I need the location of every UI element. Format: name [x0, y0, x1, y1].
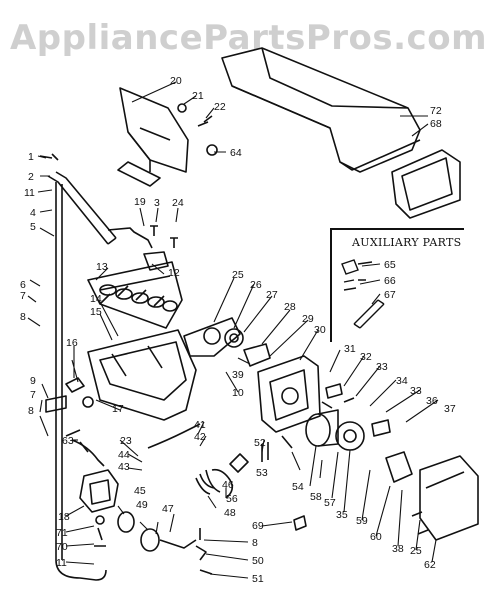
callout: 51	[252, 573, 264, 585]
callout: 18	[58, 511, 70, 523]
callout: 32	[360, 351, 372, 363]
callout: 57	[324, 497, 336, 509]
callout: 64	[230, 147, 242, 159]
callout: 12	[168, 267, 180, 279]
callout: 25	[232, 269, 244, 281]
callout: 14	[90, 293, 102, 305]
callout-labels: 20 21 22 64 72 68 1 2 11 19 3 24 4 5 12 …	[20, 75, 456, 585]
callout: 66	[384, 275, 396, 287]
callout: 70	[56, 541, 68, 553]
ice-mold	[87, 261, 183, 329]
callout: 6	[20, 279, 26, 291]
callout: 50	[252, 555, 264, 567]
callout: 16	[66, 337, 78, 349]
callout: 71	[56, 527, 68, 539]
callout: 3	[154, 197, 160, 209]
callout: 2	[28, 171, 34, 183]
callout: 30	[314, 324, 326, 336]
callout: 52	[254, 437, 266, 449]
callout: 35	[336, 509, 348, 521]
callout: 21	[192, 90, 204, 102]
callout: 15	[90, 306, 102, 318]
callout: 43	[118, 461, 130, 473]
callout: 45	[134, 485, 146, 497]
callout: 38	[392, 543, 404, 555]
callout: 67	[384, 289, 396, 301]
callout: 63	[62, 435, 74, 447]
callout: 59	[356, 515, 368, 527]
callout: 11	[56, 557, 67, 569]
callout: 1	[28, 151, 34, 163]
mold-heater-housing	[183, 317, 241, 357]
callout: 44	[118, 449, 130, 461]
callout: 48	[224, 507, 236, 519]
front-cover	[419, 455, 479, 541]
callout: 11	[24, 187, 35, 199]
callout: 10	[232, 387, 244, 399]
callout: 37	[444, 403, 456, 415]
callout: 8	[28, 405, 34, 417]
drive-gear	[335, 421, 365, 451]
water-line	[55, 182, 63, 560]
callout: 19	[134, 196, 146, 208]
callout: 60	[370, 531, 382, 543]
aux-part-65	[341, 259, 373, 275]
callout: 33	[376, 361, 388, 373]
callout: 4	[30, 207, 36, 219]
auxiliary-parts-title: AUXILIARY PARTS	[352, 236, 462, 249]
callout: 69	[252, 520, 264, 532]
callout: 8	[20, 311, 26, 323]
callout: 34	[396, 375, 408, 387]
callout: 5	[30, 221, 36, 233]
mold-cover	[385, 451, 413, 483]
callout: 28	[284, 301, 296, 313]
callout: 25	[410, 545, 422, 557]
callout: 56	[226, 493, 238, 505]
mounting-bracket	[119, 87, 189, 173]
control-housing	[257, 355, 321, 433]
callout: 29	[302, 313, 314, 325]
wiring-harness	[65, 429, 105, 467]
callout: 23	[120, 435, 132, 447]
callout: 49	[136, 499, 148, 511]
callout: 13	[96, 261, 108, 273]
callout: 36	[426, 395, 438, 407]
callout: 22	[214, 101, 226, 113]
callout: 26	[250, 279, 262, 291]
callout: 53	[256, 467, 268, 479]
shutoff-arm	[107, 227, 153, 249]
callout: 24	[172, 197, 184, 209]
callout: 47	[162, 503, 174, 515]
callout: 8	[252, 537, 258, 549]
callout: 7	[30, 389, 36, 401]
auxiliary-parts-box	[330, 228, 464, 342]
drive-motor	[305, 413, 331, 447]
callout: 39	[232, 369, 244, 381]
callout: 72	[430, 105, 442, 117]
callout: 65	[384, 259, 396, 271]
callout: 62	[424, 559, 436, 571]
callout: 20	[170, 75, 182, 87]
callout: 31	[344, 343, 356, 355]
aux-part-66	[343, 279, 366, 291]
callout: 33	[410, 385, 422, 397]
bin-front-panel	[391, 149, 461, 219]
callout: 9	[30, 375, 36, 387]
water-valve	[79, 469, 119, 513]
fill-tube	[47, 171, 117, 245]
callout: 7	[20, 290, 26, 302]
callout: 68	[430, 118, 442, 130]
callout: 58	[310, 491, 322, 503]
callout: 42	[194, 431, 206, 443]
callout: 27	[266, 289, 278, 301]
callout: 54	[292, 481, 304, 493]
support-housing	[87, 329, 197, 421]
callout: 46	[222, 479, 234, 491]
callout: 41	[194, 419, 206, 431]
callout: 17	[112, 403, 124, 415]
aux-part-67	[353, 299, 385, 329]
feeler-arm	[143, 251, 169, 271]
